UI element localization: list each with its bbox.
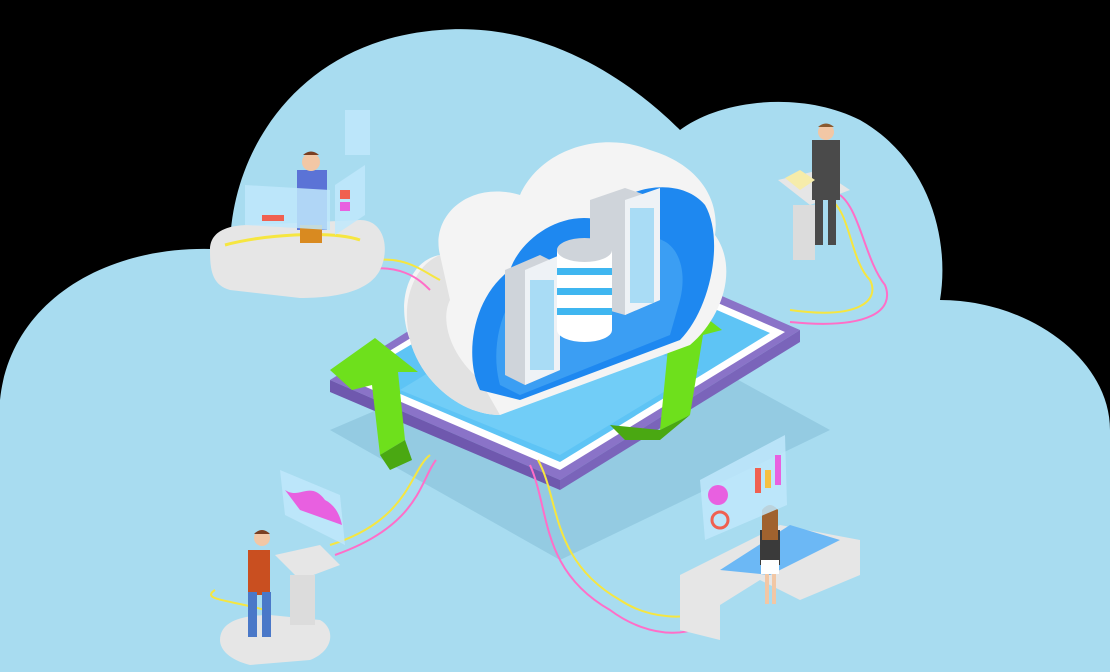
upload-arrow-left	[330, 338, 418, 470]
keyboard-station-man	[220, 470, 345, 665]
holo-station-man	[210, 110, 385, 298]
server-rack-right	[590, 188, 660, 315]
lectern-businessman	[778, 123, 850, 260]
database-icon	[557, 238, 612, 342]
analytics-woman	[680, 435, 860, 640]
server-rack-left	[505, 255, 560, 385]
